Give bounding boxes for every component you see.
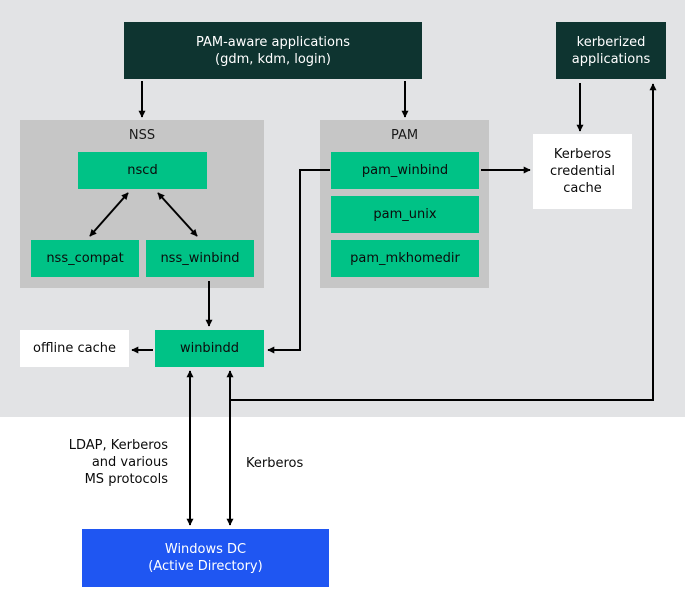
pam-winbind-box: pam_winbind: [331, 152, 479, 189]
arrow-nscd-nss-winbind: [157, 192, 198, 237]
winbindd-box: winbindd: [155, 330, 264, 367]
pam-unix-box: pam_unix: [331, 196, 479, 233]
arrow-nscd-nss-compat: [89, 192, 129, 237]
kerberos-edge-label: Kerberos: [246, 456, 304, 471]
kerberized-applications-box: kerberized applications: [556, 22, 666, 79]
arrow-pam-winbind-to-winbindd: [267, 169, 330, 354]
nss-compat-box: nss_compat: [31, 240, 139, 277]
offline-cache-box: offline cache: [20, 330, 129, 367]
nss-group-title: NSS: [128, 128, 156, 143]
pam-mkhomedir-box: pam_mkhomedir: [331, 240, 479, 277]
kerberos-credential-cache-box: Kerberos credential cache: [533, 134, 632, 209]
pam-group-title: PAM: [390, 128, 419, 143]
nscd-box: nscd: [78, 152, 207, 189]
pam-aware-applications-box: PAM-aware applications (gdm, kdm, login): [124, 22, 422, 79]
ldap-kerberos-protocols-label: LDAP, Kerberos and various MS protocols: [68, 438, 168, 487]
windows-dc-box: Windows DC (Active Directory): [82, 529, 329, 587]
arrow-winbindd-to-kerberized: [230, 83, 657, 401]
nss-winbind-box: nss_winbind: [146, 240, 254, 277]
